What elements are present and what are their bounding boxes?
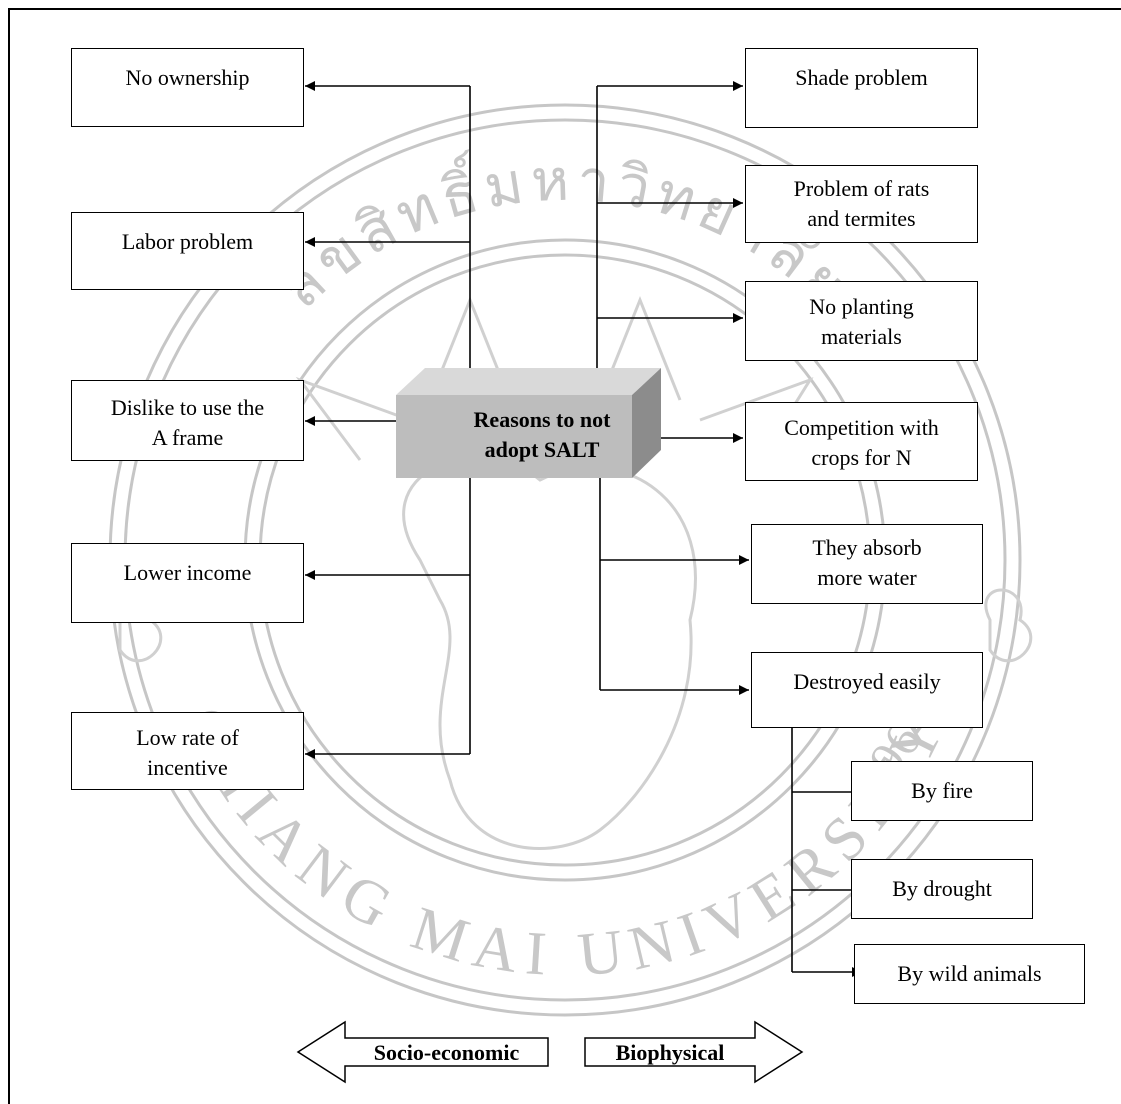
socio-economic-arrow-label: Socio-economic xyxy=(373,1040,520,1065)
node-rats-termites: Problem of rats and termites xyxy=(745,165,978,243)
node-labor-problem: Labor problem xyxy=(71,212,304,290)
node-dislike-a-frame: Dislike to use the A frame xyxy=(71,380,304,461)
central-topic-line-2: adopt SALT xyxy=(484,437,600,462)
central-topic-line-1: Reasons to not xyxy=(473,407,611,432)
central-3d-box xyxy=(396,368,661,478)
node-no-planting-materials: No planting materials xyxy=(745,281,978,361)
node-destroyed-easily: Destroyed easily xyxy=(751,652,983,728)
node-by-fire: By fire xyxy=(851,761,1033,821)
socio-economic-arrow-shape xyxy=(296,1020,549,1084)
node-competition-n: Competition with crops for N xyxy=(745,402,978,481)
node-no-ownership: No ownership xyxy=(71,48,304,127)
node-absorb-water: They absorb more water xyxy=(751,524,983,604)
biophysical-arrow-shape xyxy=(584,1020,804,1084)
node-by-wild-animals: By wild animals xyxy=(854,944,1085,1004)
node-lower-income: Lower income xyxy=(71,543,304,623)
node-low-rate-incentive: Low rate of incentive xyxy=(71,712,304,790)
page-border xyxy=(8,8,1121,1104)
biophysical-arrow-label: Biophysical xyxy=(615,1040,725,1065)
node-by-drought: By drought xyxy=(851,859,1033,919)
node-shade-problem: Shade problem xyxy=(745,48,978,128)
central-topic-label: Reasons to not adopt SALT xyxy=(422,405,662,465)
